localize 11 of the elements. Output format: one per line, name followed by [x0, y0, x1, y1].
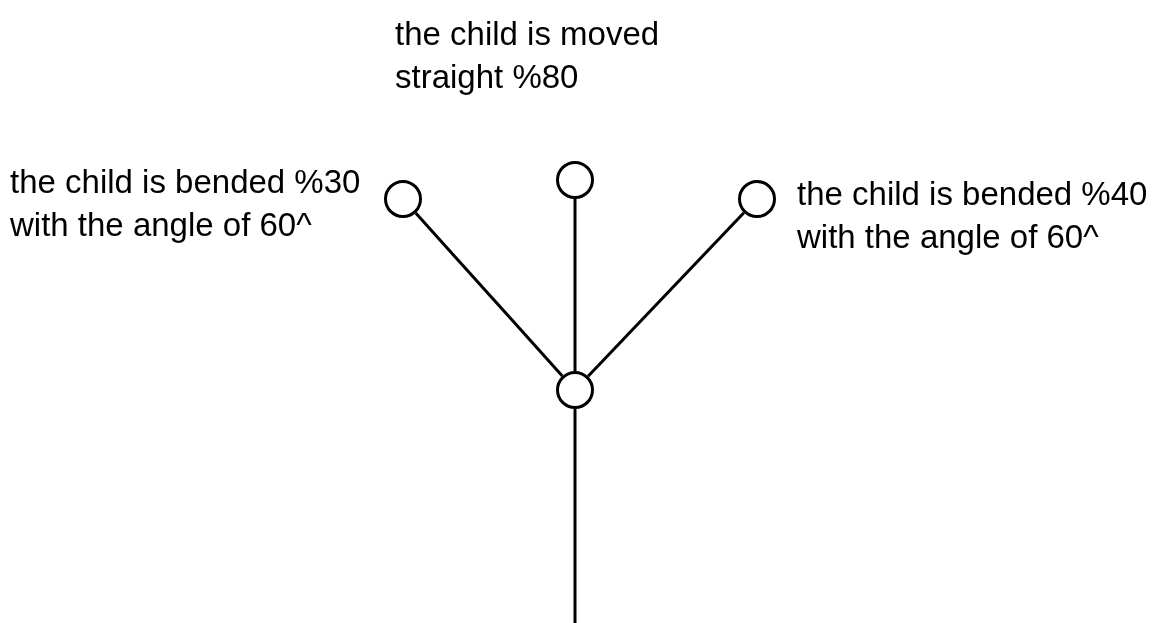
branch-line [573, 409, 577, 623]
branch-line [587, 211, 745, 378]
caption-text: the child is bended %30 with the angle of 60^ [10, 162, 362, 245]
joint-circle [556, 161, 594, 199]
branch-line [573, 199, 577, 371]
joint-circle [556, 371, 594, 409]
caption-text: the child is moved straight %80 [395, 14, 661, 97]
joint-circle [738, 180, 776, 218]
branch-line [414, 212, 564, 377]
joint-circle [384, 180, 422, 218]
caption-text: the child is bended %40 with the angle of 60^ [797, 174, 1149, 257]
